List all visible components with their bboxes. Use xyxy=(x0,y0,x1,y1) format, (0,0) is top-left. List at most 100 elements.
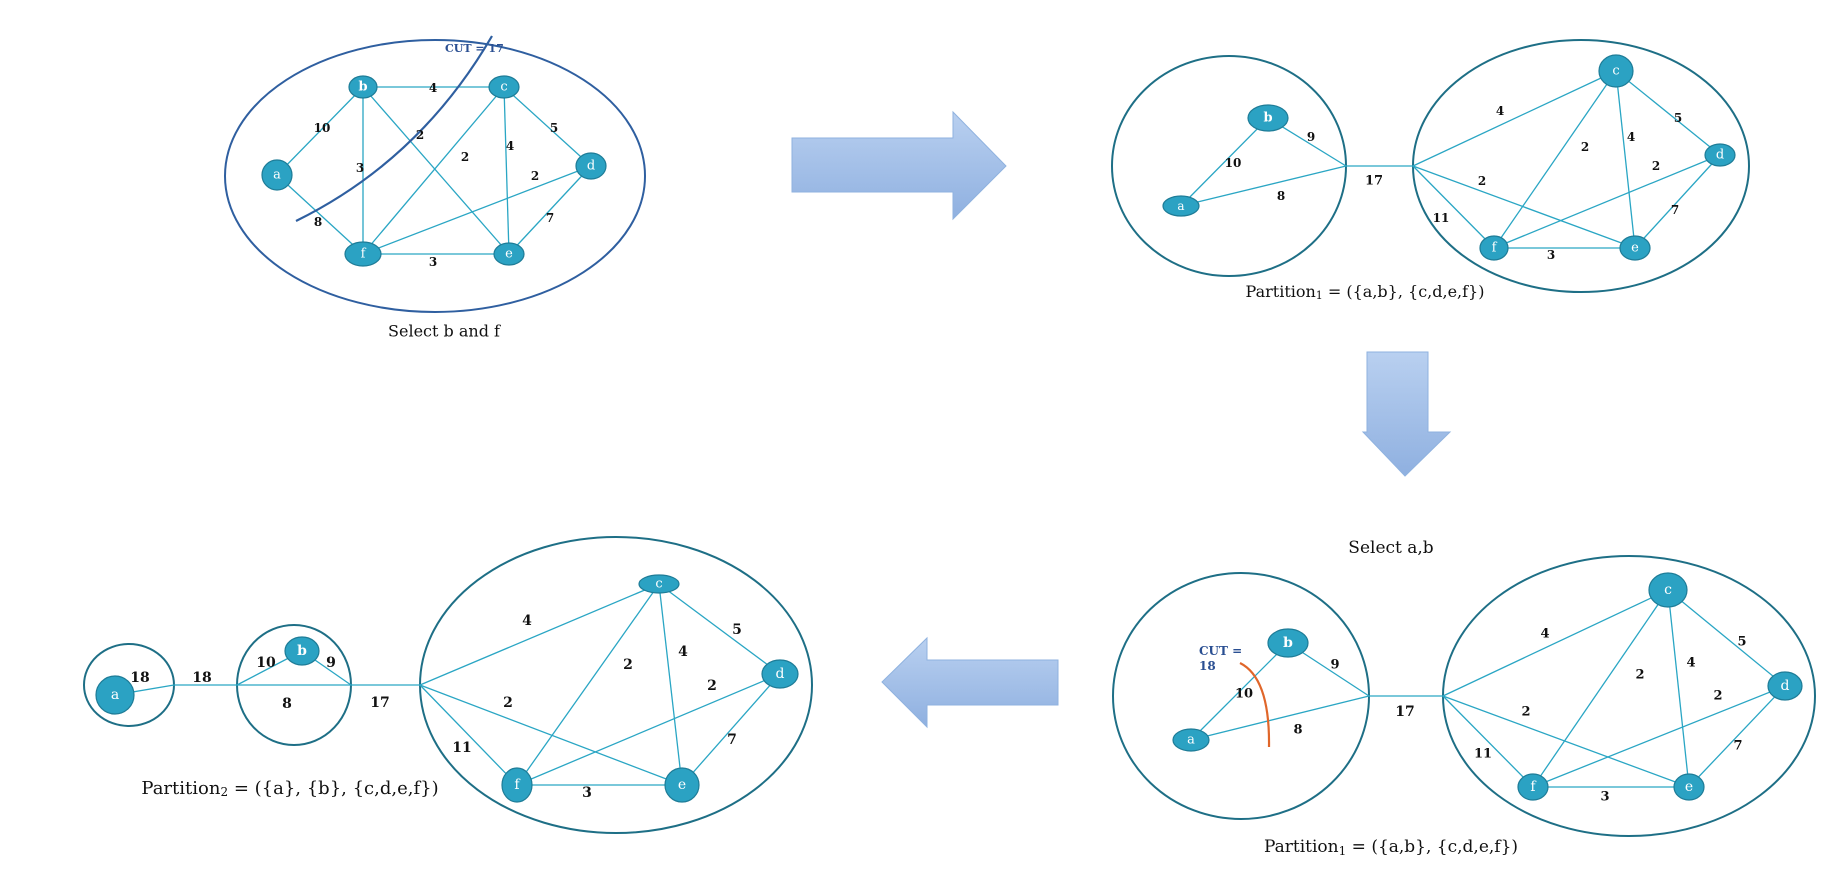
weight-a-in: 18 xyxy=(130,670,149,686)
weight-c-f: 2 xyxy=(1635,668,1644,683)
weight-b-f: 3 xyxy=(356,161,364,175)
node-c xyxy=(1648,572,1688,608)
node-d xyxy=(1704,143,1736,167)
arrow-left xyxy=(881,636,1059,729)
node-a-label: a xyxy=(273,168,281,183)
weight-d-e: 7 xyxy=(1733,739,1742,754)
weight-c-f: 2 xyxy=(461,150,469,164)
weight-link: 17 xyxy=(1365,174,1383,189)
edge-c-e xyxy=(658,583,683,786)
node-c-label: c xyxy=(500,80,507,95)
weights: 10 9 8 17 4 5 2 4 2 2 7 11 3 xyxy=(1235,627,1747,805)
edge-in-e xyxy=(1442,695,1690,788)
weight-in-c: 4 xyxy=(522,613,532,629)
edge-a-out xyxy=(1180,165,1347,207)
weight-a-out: 8 xyxy=(1277,189,1285,203)
node-e xyxy=(1673,773,1705,801)
weight-d-e: 7 xyxy=(727,732,737,748)
node-b xyxy=(284,636,320,666)
node-e xyxy=(1619,235,1651,261)
panel-4-graph: 18 18 10 9 8 17 4 5 2 4 2 2 7 11 3 a b c… xyxy=(83,536,813,834)
caption-rest: = ({a,b}, {c,d,e,f}) xyxy=(1323,282,1485,301)
edge-in-c xyxy=(419,583,660,686)
node-b-label: b xyxy=(1283,635,1293,651)
weight-in-c: 4 xyxy=(1540,627,1549,642)
edge-in-f xyxy=(1412,165,1495,249)
caption-base: Partition xyxy=(141,778,220,799)
weight-d-f: 2 xyxy=(707,678,717,694)
node-e xyxy=(664,767,700,803)
node-b xyxy=(1247,104,1289,132)
nodes: a b c d e f xyxy=(95,574,799,803)
weight-b-right: 9 xyxy=(326,655,336,671)
weight-a-b: 10 xyxy=(1235,687,1253,702)
edge-c-d xyxy=(1615,70,1721,156)
weight-c-d: 5 xyxy=(550,121,558,135)
panel-1-graph: CUT = 17 10 4 3 2 2 4 5 2 7 8 3 a b c d … xyxy=(224,35,646,341)
step-label: Select a,b xyxy=(1348,538,1433,558)
nodes: a b c d e f xyxy=(1162,54,1736,261)
edge-in-f xyxy=(1442,695,1534,788)
weight-link: 17 xyxy=(370,695,389,711)
edges xyxy=(1180,70,1721,249)
node-d xyxy=(575,152,607,180)
caption-base: Partition xyxy=(1246,282,1316,301)
edge-in-f xyxy=(419,684,518,786)
node-f xyxy=(344,241,382,267)
node-c-label: c xyxy=(1664,582,1672,598)
weight-f-e: 3 xyxy=(429,255,437,269)
node-b-label: b xyxy=(358,80,367,95)
node-b xyxy=(348,75,378,99)
node-d-label: d xyxy=(1781,678,1790,694)
weight-in-f: 11 xyxy=(452,740,471,756)
weights: 10 9 8 17 4 5 2 4 2 2 7 11 3 xyxy=(1225,104,1683,262)
edge-a-b xyxy=(1190,642,1289,741)
weight-c-f: 2 xyxy=(623,657,633,673)
weight-a-f: 8 xyxy=(314,215,322,229)
weight-a-out: 8 xyxy=(1293,723,1302,738)
node-c xyxy=(488,75,520,99)
nodes: a b c d e f xyxy=(1172,572,1803,801)
weight-in-e: 2 xyxy=(503,695,513,711)
node-d-label: d xyxy=(776,666,785,682)
node-c-label: c xyxy=(1612,64,1619,79)
edge-d-f xyxy=(516,673,781,786)
node-b-label: b xyxy=(1263,111,1272,126)
caption-subscript: 1 xyxy=(1339,844,1347,858)
node-f-label: f xyxy=(361,247,367,262)
node-f-label: f xyxy=(1530,779,1537,795)
weight-c-d: 5 xyxy=(732,622,742,638)
node-e xyxy=(493,242,525,266)
edge-d-e xyxy=(1634,154,1721,249)
weight-f-e: 3 xyxy=(1600,790,1609,805)
edge-in-c xyxy=(1442,589,1669,697)
edge-c-e xyxy=(1615,70,1636,249)
node-a-label: a xyxy=(1187,733,1195,748)
edge-c-e xyxy=(1667,589,1690,788)
node-a xyxy=(261,159,293,191)
edge-d-f xyxy=(1493,154,1721,249)
weight-b-out: 9 xyxy=(1307,130,1315,144)
cluster-cdef-boundary xyxy=(1412,39,1750,293)
node-c xyxy=(1598,54,1634,88)
edge-c-f xyxy=(516,583,660,786)
edge-c-d xyxy=(1667,589,1786,687)
node-c xyxy=(638,574,680,594)
node-d xyxy=(761,659,799,689)
node-f-label: f xyxy=(1492,241,1498,256)
edge-d-e xyxy=(1688,685,1786,788)
node-a xyxy=(95,675,135,715)
edge-c-e xyxy=(503,86,510,255)
arrow-right xyxy=(791,110,1007,221)
caption-rest: = ({a}, {b}, {c,d,e,f}) xyxy=(228,778,439,799)
node-e-label: e xyxy=(1631,241,1639,256)
edge-d-f xyxy=(1532,685,1786,788)
weight-c-f: 2 xyxy=(1581,140,1589,154)
weight-in-e: 2 xyxy=(1521,705,1530,720)
weight-a-b: 10 xyxy=(1225,156,1242,170)
edge-a-b xyxy=(1180,117,1269,207)
weight-b-e: 2 xyxy=(416,128,424,142)
weight-d-e: 7 xyxy=(546,211,554,225)
weights: 10 4 3 2 2 4 5 2 7 8 3 xyxy=(314,81,559,269)
weight-a-b: 10 xyxy=(314,121,331,135)
